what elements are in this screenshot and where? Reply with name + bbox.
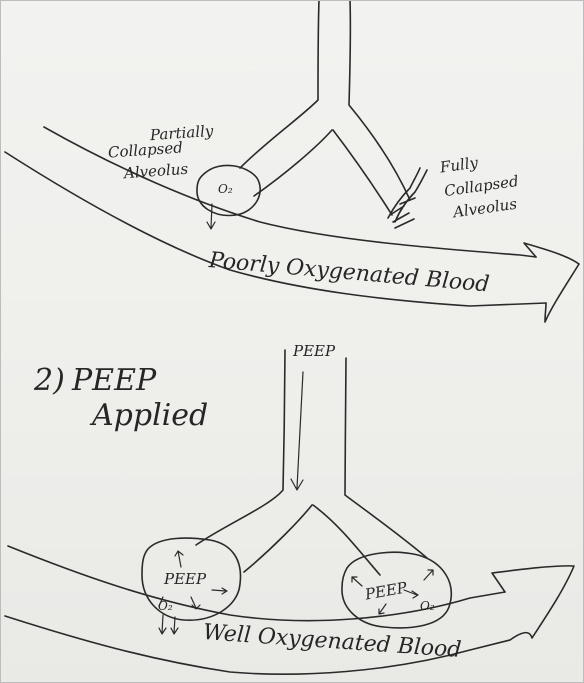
airway-peep-label: PEEP bbox=[293, 342, 336, 360]
top-right-alveolus bbox=[387, 167, 428, 229]
left-o2-label: O₂ bbox=[158, 599, 173, 613]
top-airway bbox=[239, 0, 411, 216]
applied-title-label: Applied bbox=[92, 398, 209, 433]
bottom-peep-arrow bbox=[290, 371, 304, 491]
right-o2-label: O₂ bbox=[420, 599, 435, 613]
left-o2-arrows bbox=[158, 614, 179, 635]
top-o2-label: O₂ bbox=[218, 182, 233, 196]
bottom-blood-arrowhead bbox=[491, 565, 575, 641]
bottom-airway bbox=[195, 349, 428, 576]
partially-collapsed-label-line3: Alveolus bbox=[123, 159, 189, 183]
top-blood-arrowhead bbox=[523, 242, 580, 323]
left-alveolus-peep-label: PEEP bbox=[164, 570, 207, 588]
peep-title-label: PEEP bbox=[72, 363, 157, 398]
top-o2-arrow bbox=[206, 203, 216, 230]
step-number-label: 2) bbox=[34, 363, 65, 398]
